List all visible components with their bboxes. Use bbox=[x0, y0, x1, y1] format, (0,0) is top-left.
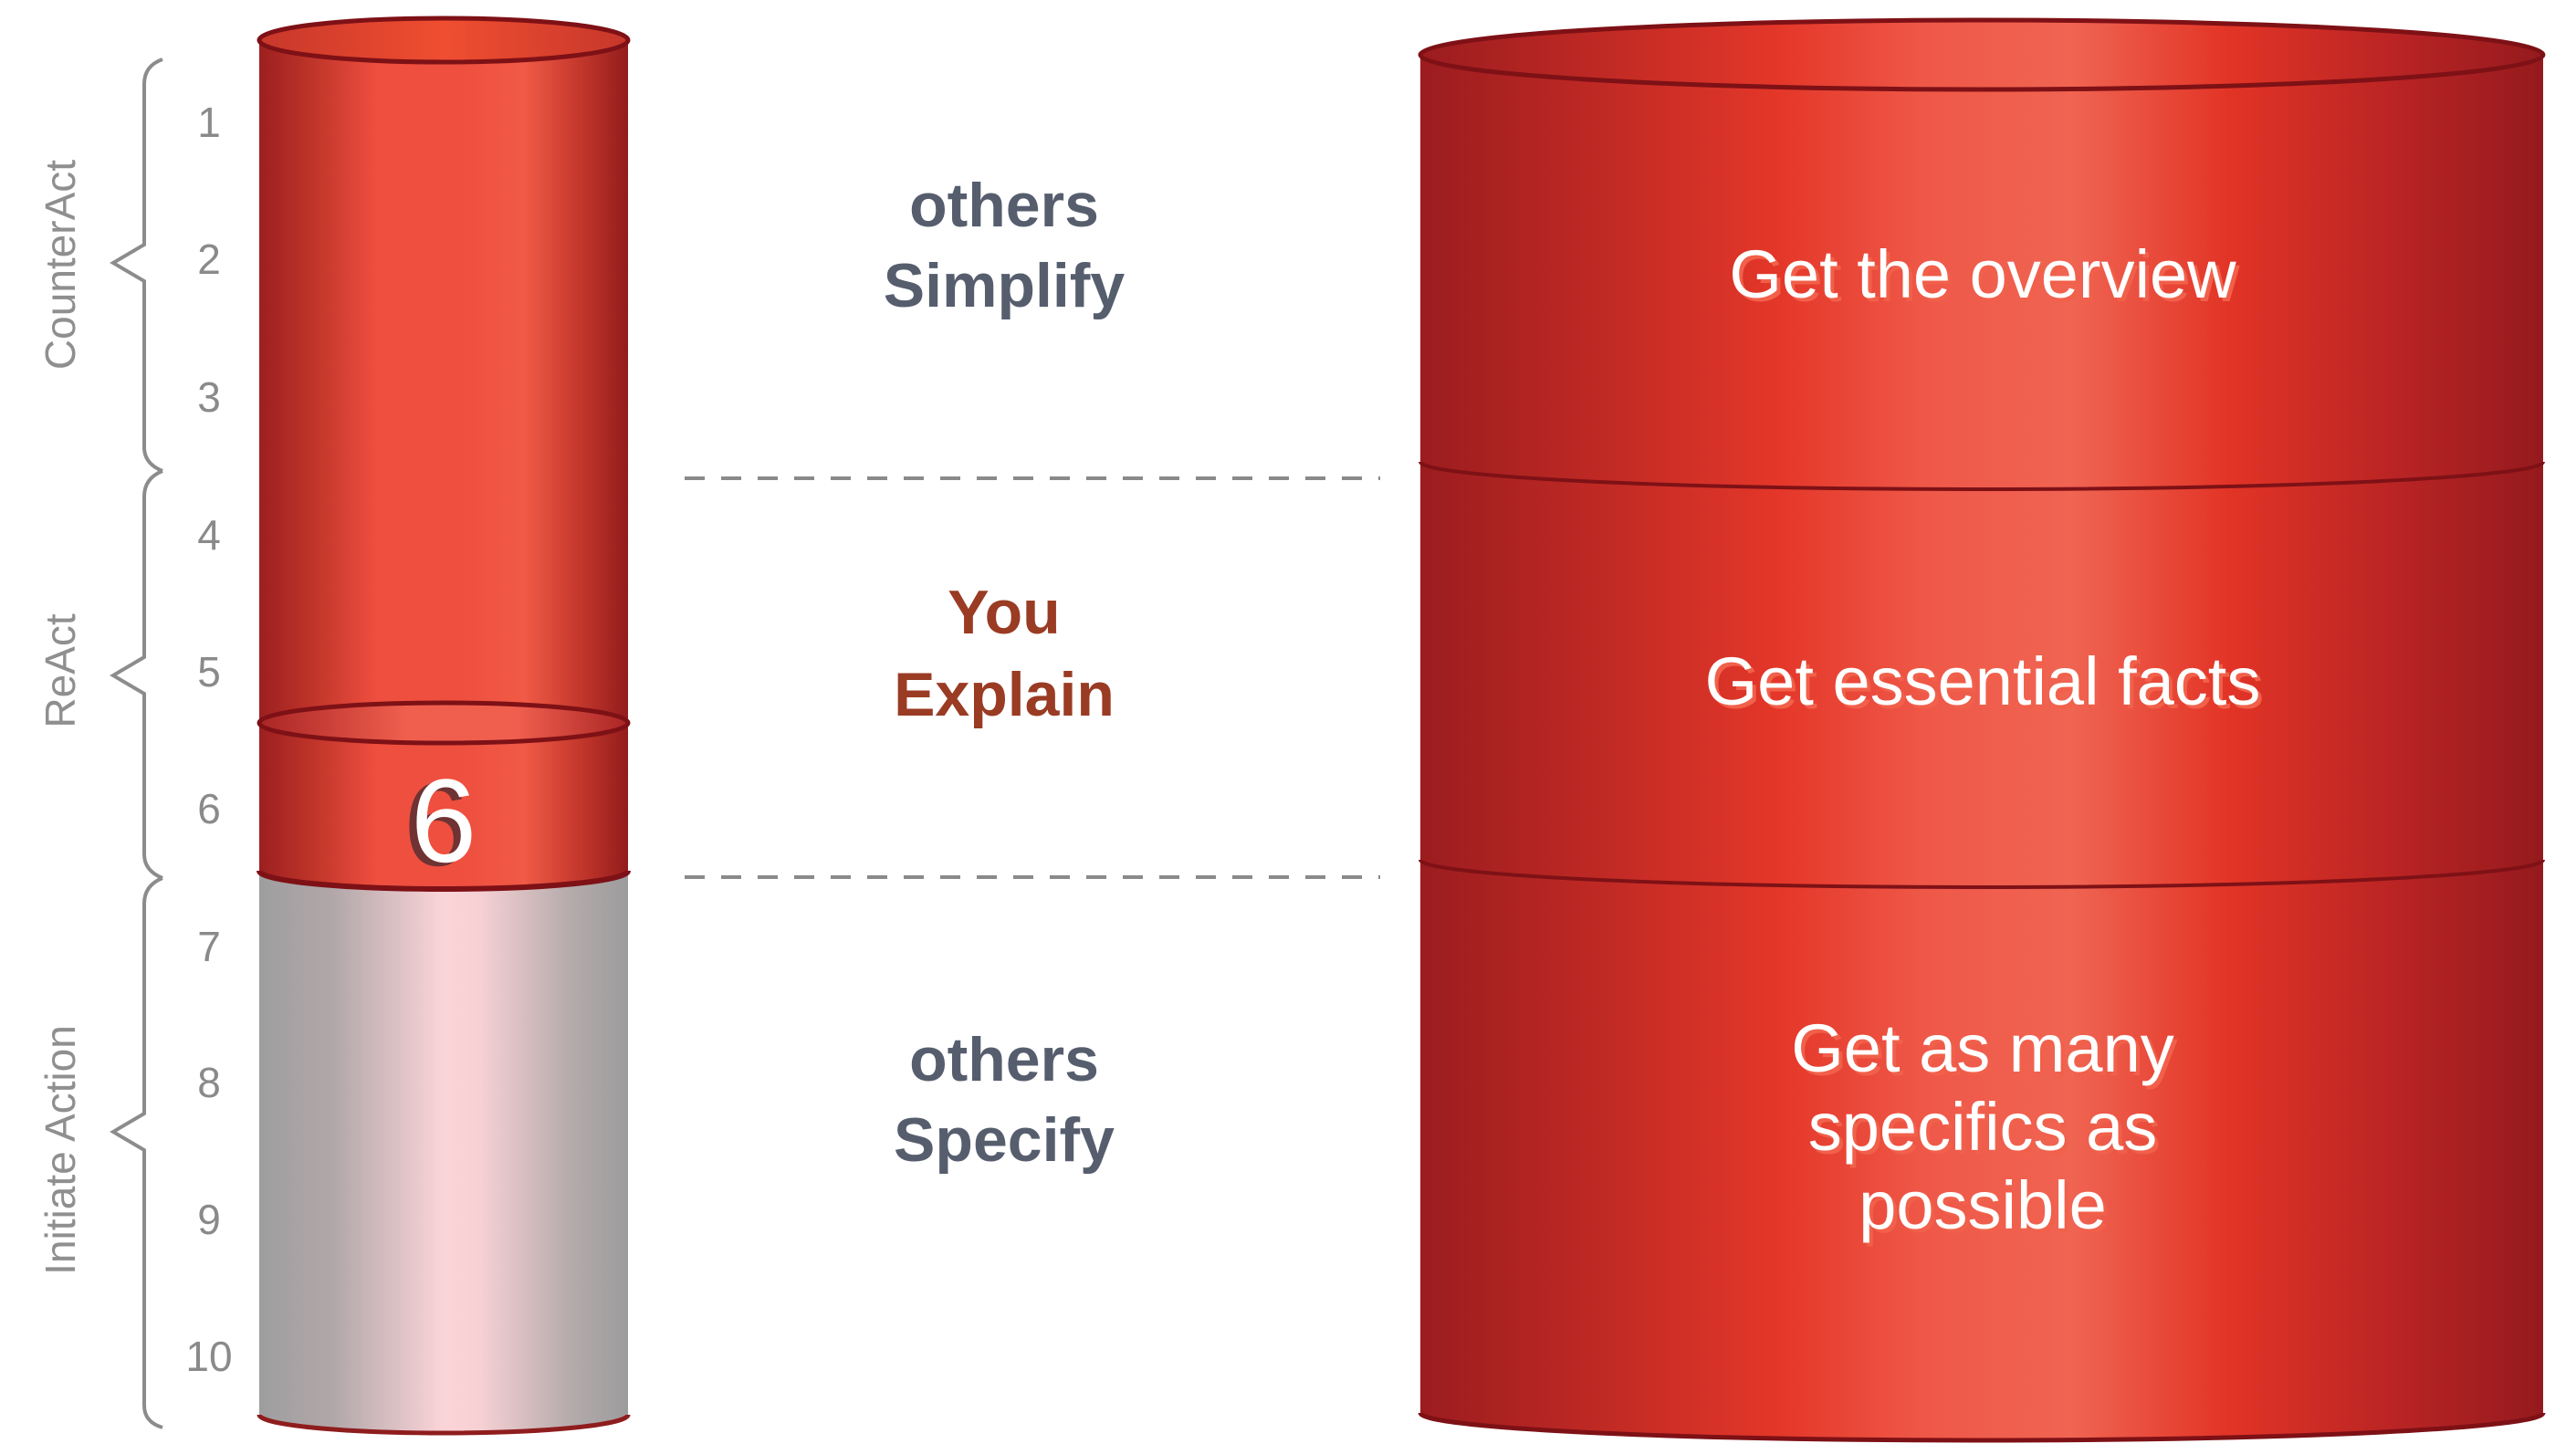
brace-react bbox=[110, 469, 163, 880]
middle-bottom-line2: Specify bbox=[894, 1105, 1115, 1175]
big-section-text-shadow: Get the overview bbox=[1733, 240, 2240, 316]
gauge-filled-section bbox=[259, 40, 628, 889]
group-label-counteract: CounterAct bbox=[37, 160, 84, 370]
big-section-overview: Get the overview Get the overview bbox=[1729, 236, 2240, 316]
scale-number: 10 bbox=[185, 1333, 232, 1380]
brace-counteract bbox=[110, 58, 163, 473]
middle-bottom-text: others Specify bbox=[894, 1025, 1115, 1175]
big-section-text: Get as many bbox=[1791, 1010, 2174, 1086]
big-section-text-shadow: Get as many bbox=[1795, 1014, 2178, 1090]
big-section-text: specifics as bbox=[1808, 1089, 2157, 1165]
big-cylinder-separator-1 bbox=[1419, 461, 2545, 491]
middle-bottom-line1: others bbox=[909, 1025, 1099, 1094]
gauge-level-label: 6 bbox=[411, 754, 476, 887]
big-section-text-shadow: possible bbox=[1862, 1171, 2110, 1247]
scale-numbers: 1 2 3 4 5 6 7 8 9 10 bbox=[185, 99, 232, 1380]
group-label-react: ReAct bbox=[37, 613, 84, 727]
big-section-text: Get the overview bbox=[1729, 236, 2236, 312]
scale-number: 6 bbox=[197, 785, 221, 832]
middle-center-text: You Explain bbox=[894, 578, 1115, 729]
big-cylinder: Get the overview Get the overview Get es… bbox=[1418, 17, 2546, 1443]
gauge-level-ellipse bbox=[257, 700, 631, 746]
gauge-empty-section bbox=[259, 871, 628, 1433]
scale-number: 5 bbox=[197, 648, 221, 696]
scale-number: 9 bbox=[197, 1196, 221, 1243]
middle-center-line2: Explain bbox=[894, 660, 1115, 729]
gauge-top-ellipse bbox=[257, 16, 631, 65]
group-label-initiate-action: Initiate Action bbox=[37, 1025, 84, 1275]
scale-number: 3 bbox=[197, 373, 221, 421]
middle-top-line1: others bbox=[909, 171, 1099, 240]
big-section-text: possible bbox=[1859, 1167, 2107, 1243]
gauge-level-label-shadow: 6 bbox=[403, 758, 469, 891]
brace-initiate-action bbox=[110, 876, 163, 1429]
middle-center-line1: You bbox=[948, 578, 1060, 647]
scale-number: 1 bbox=[197, 99, 221, 146]
middle-top-text: others Simplify bbox=[884, 171, 1126, 320]
big-section-essential-facts: Get essential facts Get essential facts bbox=[1705, 643, 2265, 723]
big-section-text: Get essential facts bbox=[1705, 643, 2261, 719]
big-cylinder-top bbox=[1418, 17, 2546, 92]
gauge-cylinder: 6 6 bbox=[257, 16, 631, 1436]
scale-number: 7 bbox=[197, 923, 221, 970]
scale-number: 8 bbox=[197, 1059, 221, 1106]
middle-top-line2: Simplify bbox=[884, 251, 1126, 320]
big-cylinder-separator-2 bbox=[1419, 859, 2545, 889]
scale-number: 4 bbox=[197, 511, 221, 559]
big-section-text-shadow: Get essential facts bbox=[1709, 647, 2265, 723]
big-section-specifics: Get as many Get as many specifics as spe… bbox=[1791, 1010, 2178, 1247]
scale-number: 2 bbox=[197, 235, 221, 283]
big-section-text-shadow: specifics as bbox=[1812, 1093, 2161, 1168]
